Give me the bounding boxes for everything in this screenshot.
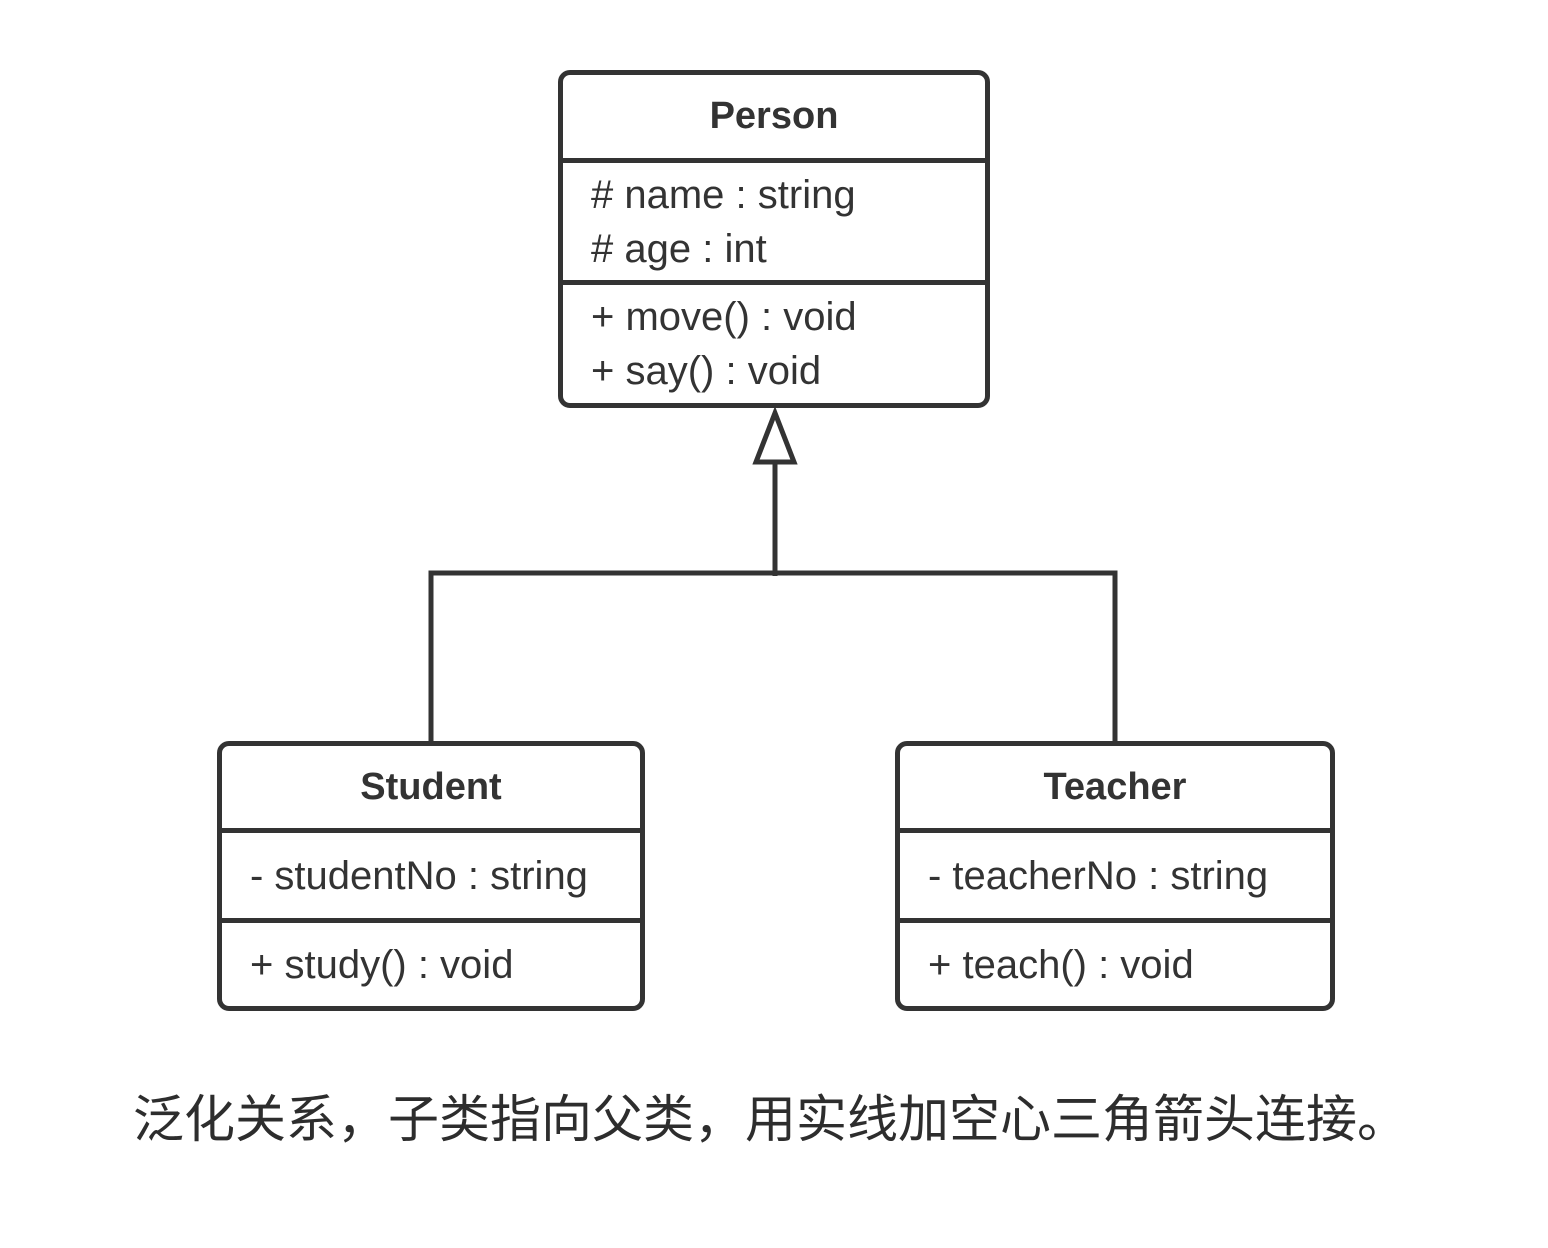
class-name-student: Student [222,746,640,833]
methods-compartment-person: + move() : void + say() : void [563,285,985,403]
attribute-line: # name : string [591,172,856,217]
class-box-student: Student - studentNo : string + study() :… [217,741,645,1011]
class-name-person: Person [563,75,985,163]
diagram-caption: 泛化关系，子类指向父类，用实线加空心三角箭头连接。 [133,1093,1409,1149]
class-name-teacher: Teacher [900,746,1330,833]
attributes-compartment-teacher: - teacherNo : string [900,833,1330,923]
attributes-compartment-person: # name : string # age : int [563,163,985,285]
attributes-compartment-student: - studentNo : string [222,833,640,923]
generalization-arrowhead-icon [752,406,798,465]
class-box-teacher: Teacher - teacherNo : string + teach() :… [895,741,1335,1011]
attribute-line: - studentNo : string [250,853,588,898]
methods-compartment-teacher: + teach() : void [900,923,1330,1006]
attribute-line: # age : int [591,226,767,271]
attribute-line: - teacherNo : string [928,853,1269,898]
connector-line-children [428,570,1118,744]
method-line: + teach() : void [928,942,1194,987]
method-line: + say() : void [591,349,822,393]
class-box-person: Person # name : string # age : int + mov… [558,70,990,408]
method-line: + move() : void [591,295,857,339]
methods-compartment-student: + study() : void [222,923,640,1006]
method-line: + study() : void [250,942,514,987]
